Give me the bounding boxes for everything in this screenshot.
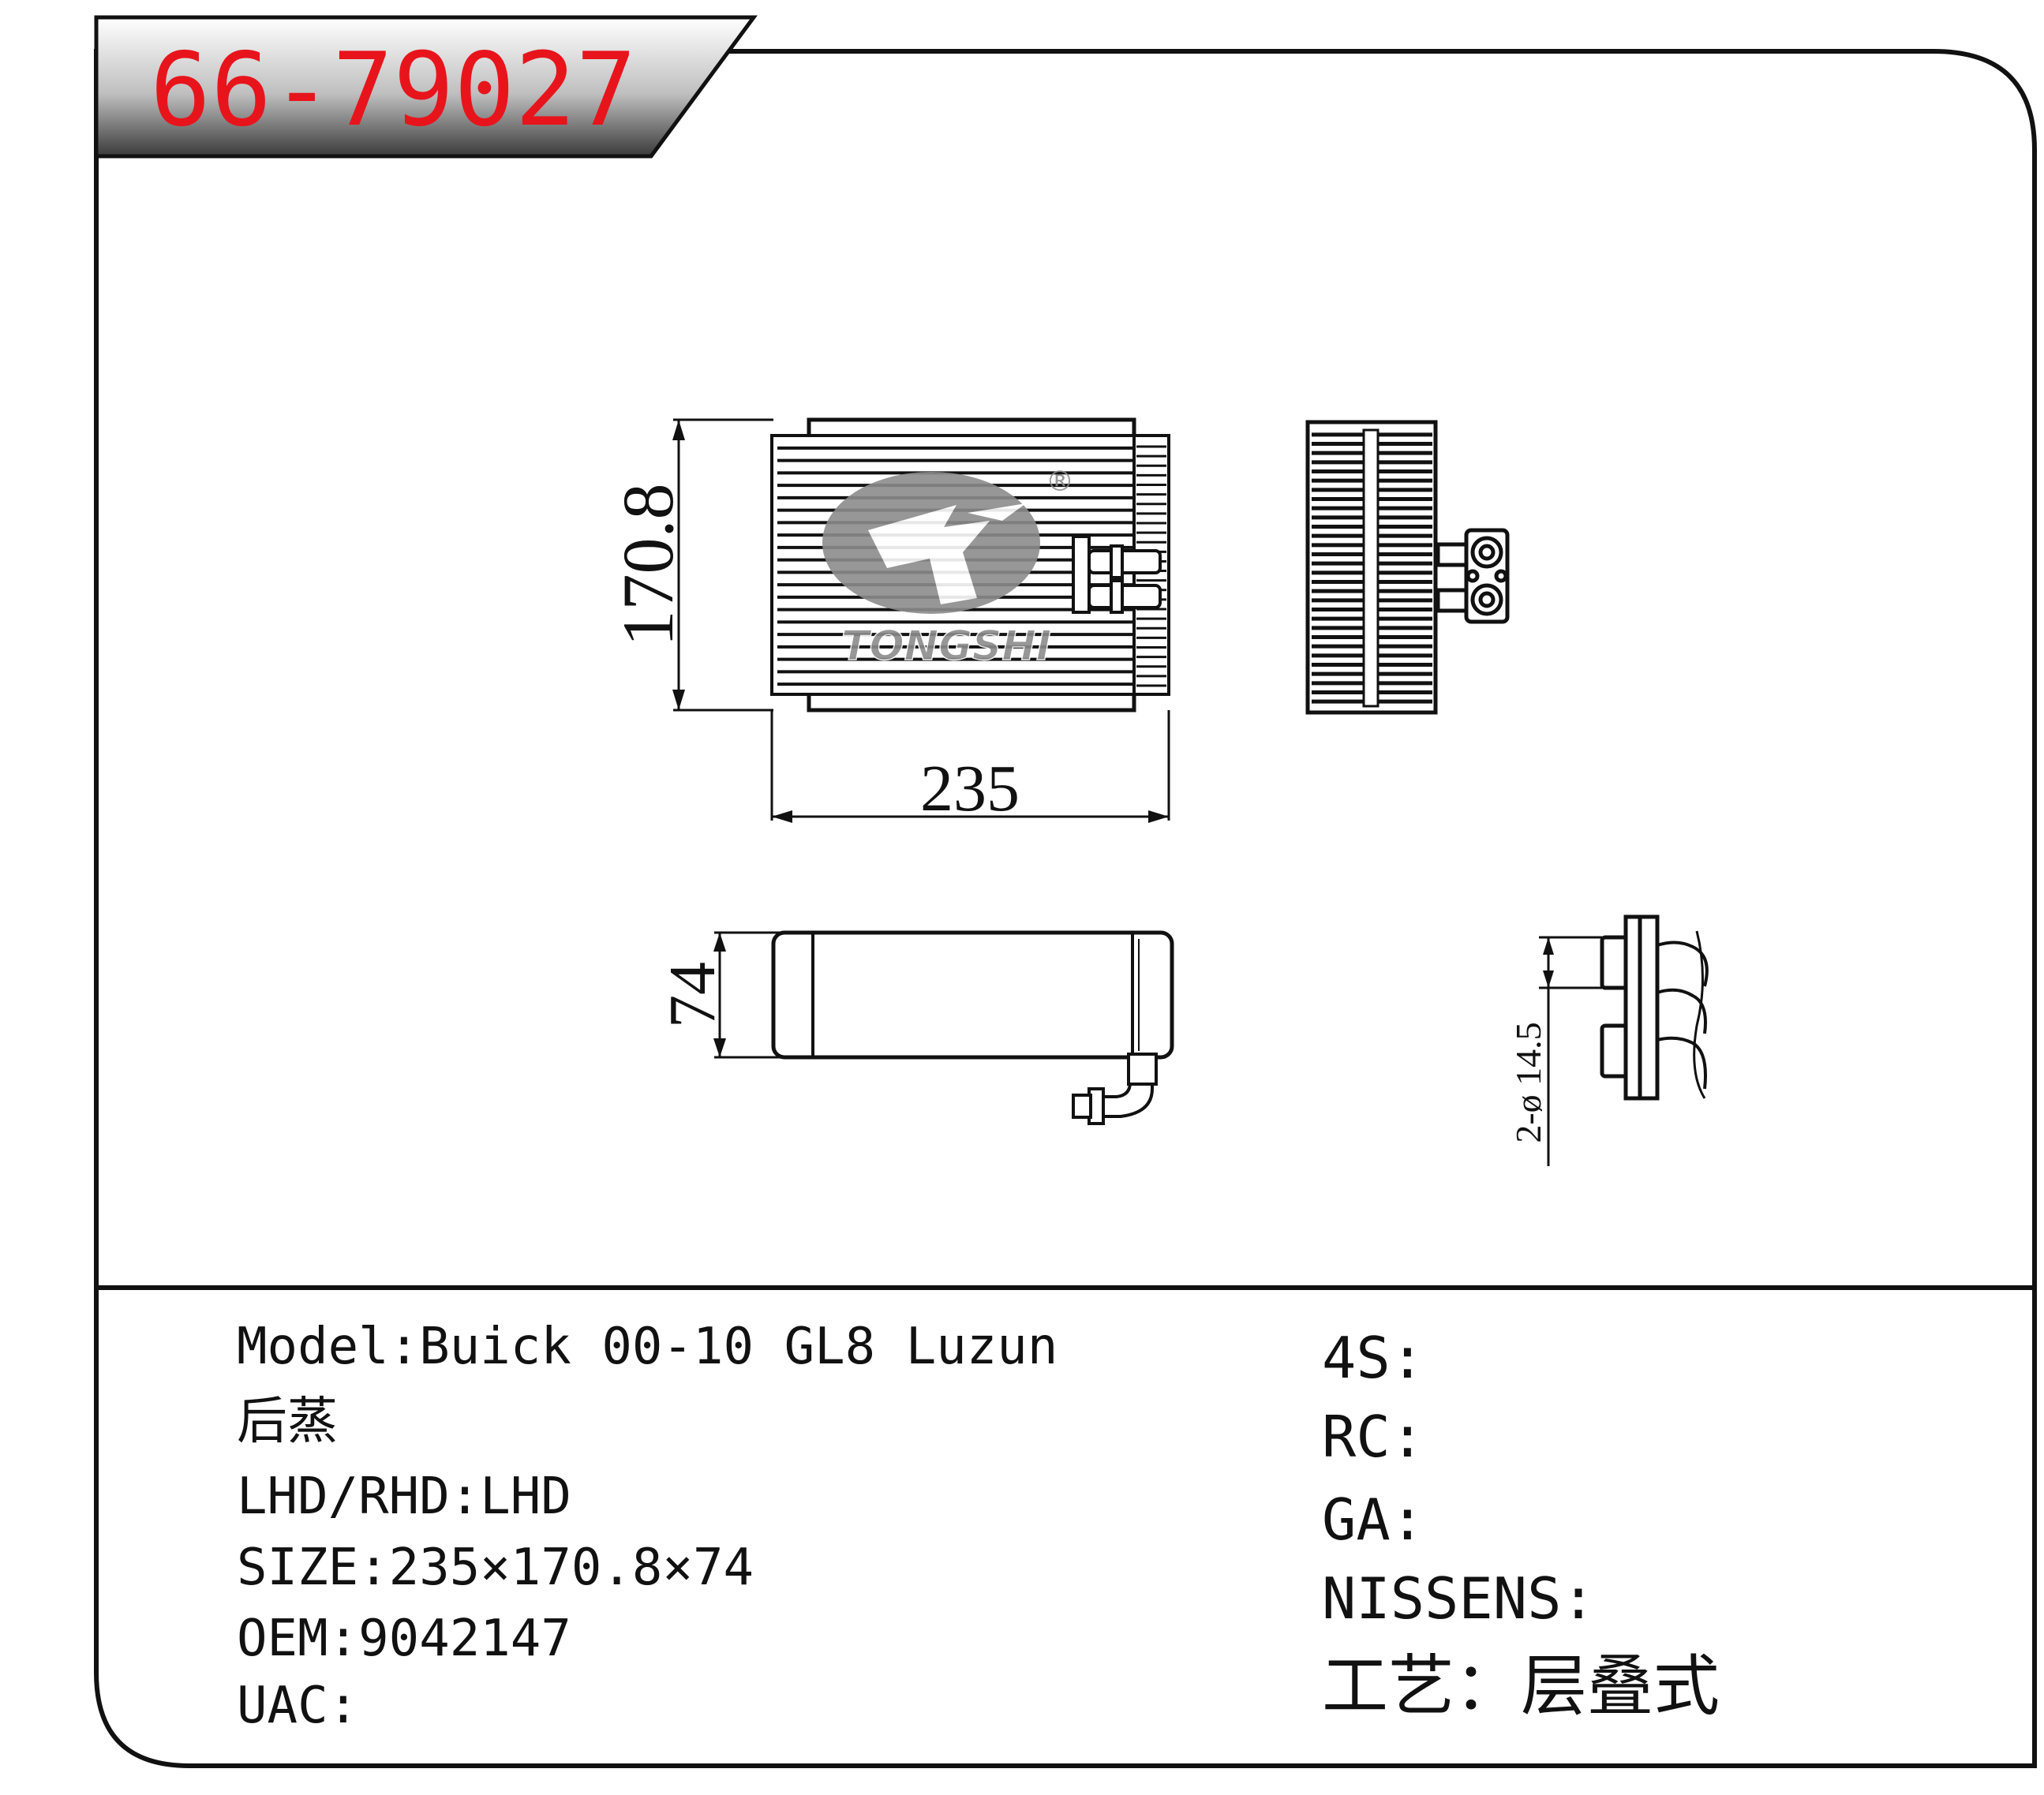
spec-oem: OEM:9042147 — [237, 1610, 571, 1668]
brand-registered-mark: ® — [1046, 466, 1074, 498]
side-flange — [1436, 528, 1510, 624]
spec-size: SIZE:235×170.8×74 — [237, 1539, 754, 1597]
dim-pipe-label: 2-ø 14.5 — [1508, 1022, 1548, 1142]
title-tab: 66-79027 — [94, 15, 758, 159]
bottom-elbow-pipe — [1072, 1053, 1158, 1125]
side-view — [1305, 420, 1510, 715]
spec-process: 工艺：层叠式 — [1322, 1647, 1720, 1725]
dim-width-label: 235 — [920, 752, 1020, 825]
front-pipes — [1072, 535, 1162, 614]
spec-rc: RC: — [1322, 1404, 1425, 1470]
outer-frame — [94, 49, 2037, 1768]
dim-height-label: 170.8 — [608, 484, 688, 647]
spec-nissens: NISSENS: — [1322, 1565, 1596, 1632]
dim-depth-label: 74 — [656, 962, 729, 1028]
spec-position: 后蒸 — [237, 1393, 338, 1451]
flange-detail: 2-ø 14.5 — [1508, 914, 1709, 1166]
spec-4s: 4S: — [1322, 1325, 1425, 1391]
spec-uac: UAC: — [237, 1677, 359, 1735]
part-number: 66-79027 — [150, 32, 637, 149]
front-view: 170.8 235 ® TONGSHI — [608, 417, 1170, 825]
spec-drive-side: LHD/RHD:LHD — [237, 1468, 571, 1526]
bottom-view: 74 — [656, 930, 1174, 1125]
brand-logo: ® TONGSHI — [822, 466, 1074, 671]
spec-ga: GA: — [1322, 1486, 1425, 1553]
brand-wordmark: TONGSHI — [841, 623, 1051, 670]
spec-model: Model:Buick 00-10 GL8 Luzun — [237, 1318, 1058, 1376]
